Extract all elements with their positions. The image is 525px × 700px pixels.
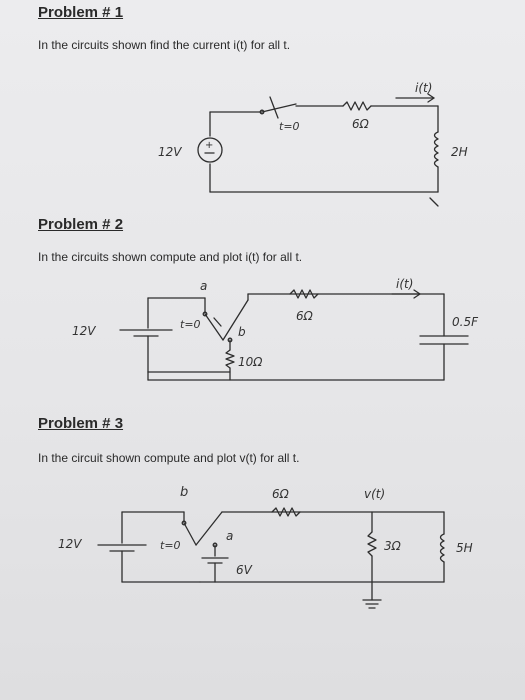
- node-b-3-label: b: [180, 485, 188, 500]
- voltage-source-1: [197, 137, 223, 163]
- problem-1-prompt: In the circuits shown find the current i…: [38, 38, 291, 52]
- node-b-2-label: b: [238, 325, 246, 339]
- source-2-label: 12V: [72, 324, 96, 338]
- switch-2-blade: [204, 313, 224, 341]
- problem-3-prompt: In the circuit shown compute and plot v(…: [38, 451, 300, 465]
- switch-1-label: t=0: [279, 120, 300, 133]
- resistor-3b: [367, 531, 377, 557]
- circuit-3: 12V 6V t=0 a b 6Ω 3Ω 5H v(t): [58, 485, 473, 609]
- source-1-label: 12V: [158, 145, 182, 159]
- resistor-1-label: 6Ω: [352, 117, 370, 131]
- resistor-2a: [289, 289, 319, 299]
- resistor-2b-label: 10Ω: [238, 355, 263, 369]
- switch-3-blade: [195, 511, 223, 546]
- source-3a-label: 12V: [58, 537, 82, 551]
- node-b-3: [181, 520, 187, 526]
- resistor-2b: [225, 349, 235, 369]
- resistor-3a: [271, 507, 301, 517]
- switch-3-pivot-wire: [183, 522, 197, 546]
- switch-3-label: t=0: [160, 539, 181, 552]
- switch-1-blade: [261, 103, 297, 113]
- problem-2-prompt: In the circuits shown compute and plot i…: [38, 250, 303, 264]
- resistor-1: [342, 101, 372, 111]
- svg-text:+: +: [205, 140, 213, 151]
- current-1-label: i(t): [415, 81, 432, 95]
- node-a-3-label: a: [226, 529, 233, 543]
- inductor-3: [439, 533, 445, 563]
- problem-2-heading: Problem # 2: [38, 216, 124, 233]
- resistor-2a-label: 6Ω: [296, 309, 314, 323]
- inductor-3-label: 5H: [456, 541, 473, 555]
- problem-3-heading: Problem # 3: [38, 415, 124, 432]
- current-2-label: i(t): [396, 277, 413, 291]
- circuit-2: 12V t=0 a b 6Ω 10Ω 0.5F i(t): [72, 277, 479, 381]
- voltage-3-label: v(t): [364, 487, 385, 501]
- resistor-3b-label: 3Ω: [384, 539, 402, 553]
- circuit-1: + 12V t=0 6Ω 2H i(t): [158, 81, 468, 207]
- source-3b-label: 6V: [236, 563, 253, 577]
- inductor-1: [433, 131, 439, 168]
- resistor-3a-label: 6Ω: [272, 487, 290, 501]
- problem-1-heading: Problem # 1: [38, 4, 124, 21]
- node-a-2-label: a: [200, 279, 207, 293]
- capacitor-2-label: 0.5F: [452, 315, 479, 329]
- switch-2-label: t=0: [180, 318, 201, 331]
- node-a-2: [202, 311, 208, 317]
- inductor-1-label: 2H: [451, 145, 468, 159]
